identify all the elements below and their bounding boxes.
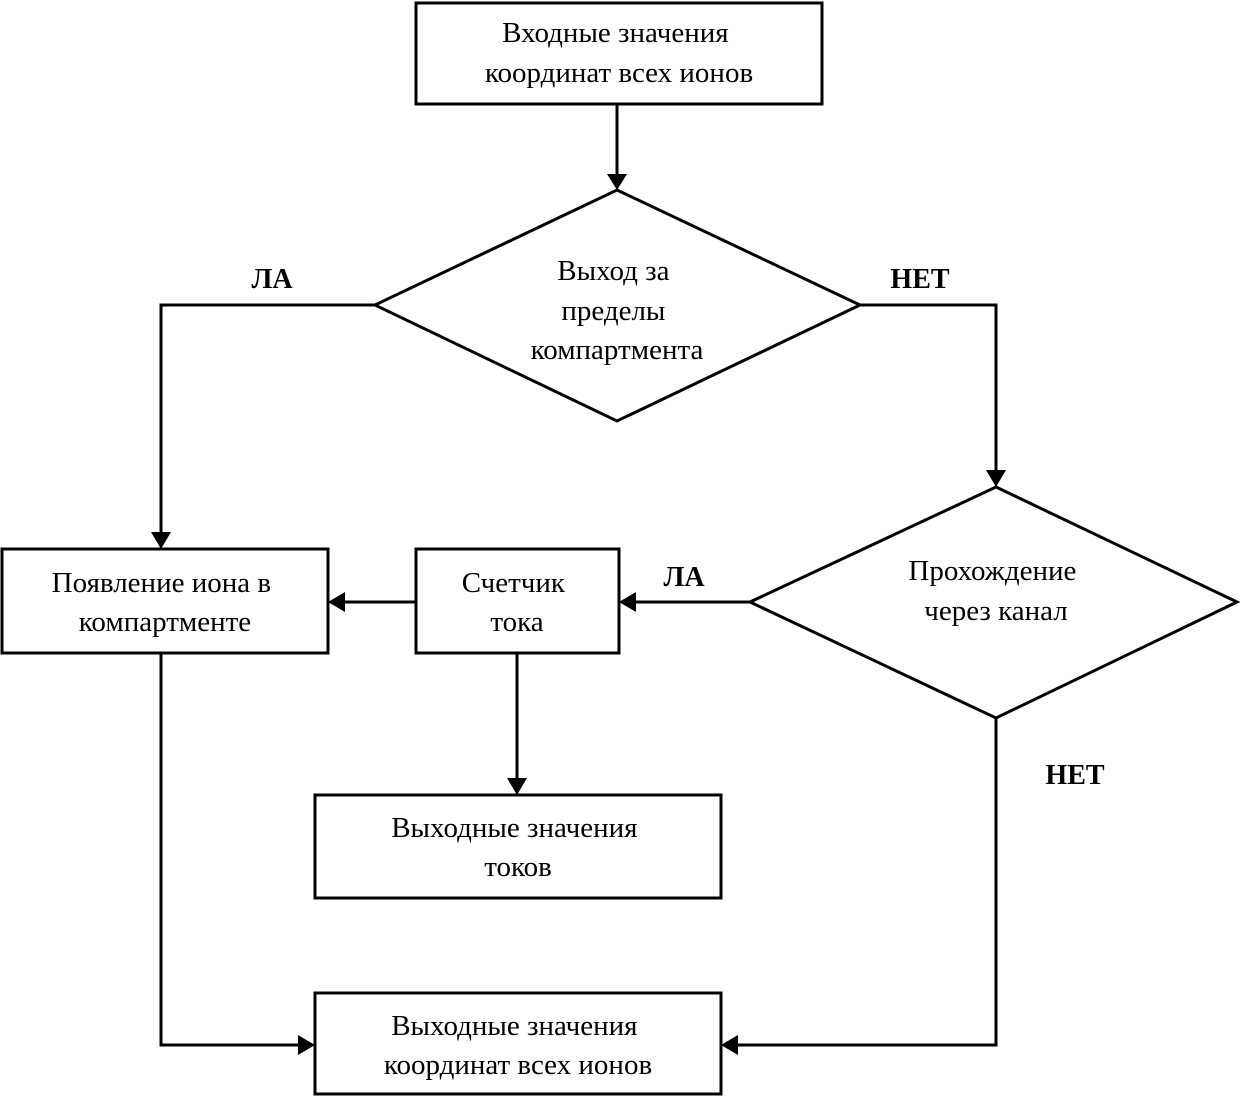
node-input-coordinates: Входные значения координат всех ионов [414, 1, 824, 106]
arrowhead-output-coords-left [298, 1035, 315, 1055]
current-counter-line-2: тока [490, 606, 543, 638]
current-counter-line-1: Счетчик [462, 567, 566, 599]
edge-exit-no-to-channel-decision [860, 303, 998, 474]
current-counter-box [414, 547, 621, 655]
ion-appearance-box [0, 547, 330, 655]
node-exit-decision: Выход за пределы компартмента [371, 188, 864, 423]
input-coordinates-label: Входные значения координат всех ионов [485, 17, 753, 89]
edge-exit-yes-to-ion-appearance [159, 303, 375, 536]
input-coordinates-line-1: Входные значения [502, 17, 728, 49]
arrowhead-exit-decision [607, 174, 627, 190]
channel-decision-line-2: через канал [924, 595, 1068, 627]
ion-appearance-label: Появление иона в компартменте [52, 567, 279, 638]
node-output-coordinates: Выходные значения координат всех ионов [313, 991, 723, 1096]
output-currents-line-2: токов [484, 851, 552, 883]
exit-decision-line-1: Выход за [557, 255, 669, 287]
edges [151, 104, 1006, 1055]
edge-ion-appearance-to-output-coords [159, 653, 302, 1047]
edge-labels: ЛА НЕТ ЛА НЕТ [251, 264, 1104, 791]
exit-decision-label: Выход за пределы компартмента [531, 255, 704, 366]
exit-decision-diamond [371, 188, 864, 423]
channel-decision-diamond [746, 485, 1240, 720]
output-coordinates-label: Выходные значения координат всех ионов [384, 1010, 652, 1081]
current-counter-label: Счетчик тока [462, 567, 573, 638]
output-coordinates-line-1: Выходные значения [391, 1010, 637, 1042]
channel-decision-label: Прохождение через канал [908, 555, 1083, 627]
ion-appearance-line-2: компартменте [79, 606, 251, 638]
exit-yes-label: ЛА [251, 264, 293, 295]
channel-decision-line-1: Прохождение [908, 555, 1076, 587]
ion-appearance-line-1: Появление иона в [52, 567, 271, 599]
input-coordinates-line-2: координат всех ионов [485, 57, 753, 89]
channel-no-label: НЕТ [1045, 760, 1104, 791]
output-currents-line-1: Выходные значения [391, 812, 637, 844]
output-currents-box [313, 793, 723, 900]
input-coordinates-box [414, 1, 824, 106]
node-ion-appearance: Появление иона в компартменте [0, 547, 330, 655]
arrowhead-output-currents [507, 778, 527, 795]
node-current-counter: Счетчик тока [414, 547, 621, 655]
exit-no-label: НЕТ [890, 264, 949, 295]
arrowhead-ion-appearance [151, 532, 171, 549]
edge-channel-no-to-output-coords [734, 718, 998, 1047]
node-output-currents: Выходные значения токов [313, 793, 723, 900]
output-coordinates-line-2: координат всех ионов [384, 1049, 652, 1081]
arrowhead-ion-appearance-left [328, 592, 345, 612]
exit-decision-line-2: пределы [561, 295, 665, 327]
arrowhead-counter [619, 592, 636, 612]
output-coordinates-box [313, 991, 723, 1096]
output-currents-label: Выходные значения токов [391, 812, 645, 883]
arrowhead-output-coords-right [721, 1035, 738, 1055]
exit-decision-line-3: компартмента [531, 334, 704, 366]
channel-yes-label: ЛА [663, 562, 705, 593]
node-channel-decision: Прохождение через канал [746, 485, 1240, 720]
arrowhead-channel-decision [986, 470, 1006, 487]
